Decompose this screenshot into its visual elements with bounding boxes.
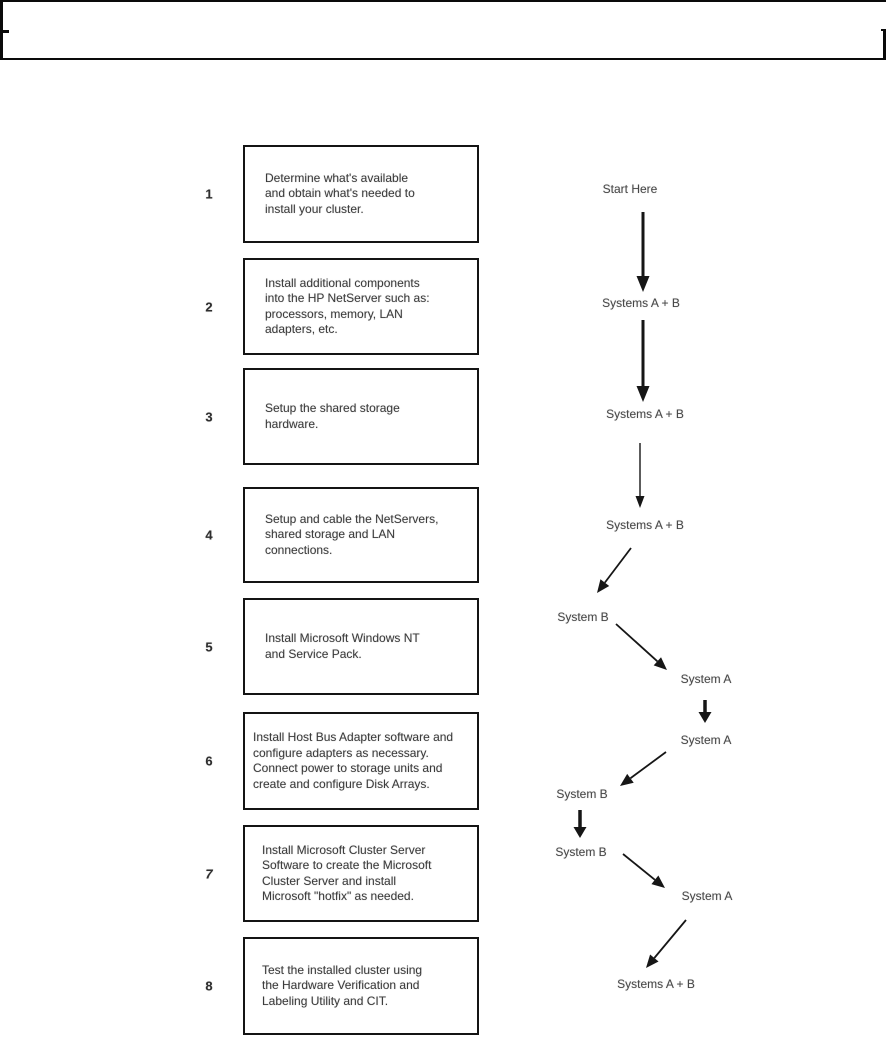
- step-box: Install Microsoft Windows NT and Service…: [243, 598, 479, 695]
- step-text: Test the installed cluster using the Har…: [262, 962, 423, 1008]
- step-number: 1: [205, 186, 213, 202]
- step-box: Install additional components into the H…: [243, 258, 479, 355]
- step-row: 6 Install Host Bus Adapter software and c…: [0, 712, 886, 810]
- step-row: 4 Setup and cable the NetServers, shared …: [0, 487, 886, 583]
- flow-label: Systems A + B: [617, 977, 695, 991]
- step-text: Setup and cable the NetServers, shared s…: [265, 511, 439, 557]
- step-row: 5 Install Microsoft Windows NT and Servic…: [0, 598, 886, 695]
- flow-label: Start Here: [602, 182, 658, 196]
- step-text: Setup the shared storage hardware.: [265, 401, 400, 431]
- step-number: 6: [205, 753, 213, 769]
- empty-header-table: [0, 0, 886, 60]
- step-number: 5: [205, 639, 213, 654]
- step-number: 7: [205, 866, 213, 881]
- step-number: 4: [205, 527, 213, 543]
- flow-label: Systems A + B: [606, 407, 684, 421]
- step-box: Determine what's available and obtain wh…: [243, 145, 479, 243]
- flow-label: System B: [555, 845, 607, 859]
- step-text: Install Microsoft Windows NT and Service…: [265, 631, 420, 661]
- step-row: 3 Setup the shared storage hardware.: [0, 368, 886, 465]
- step-row: 7 Install Microsoft Cluster Server Softwa…: [0, 825, 886, 922]
- step-text: Determine what's available and obtain wh…: [265, 170, 415, 216]
- step-number: 2: [205, 299, 213, 314]
- step-box: Setup the shared storage hardware.: [243, 368, 479, 465]
- flow-label: System A: [680, 733, 732, 747]
- flow-label: Systems A + B: [606, 518, 684, 532]
- step-box: Install Microsoft Cluster Server Softwar…: [243, 825, 479, 922]
- step-number: 3: [205, 409, 213, 424]
- step-row: 2 Install additional components into the …: [0, 258, 886, 355]
- step-text: Install Microsoft Cluster Server Softwar…: [262, 842, 432, 904]
- step-box: Setup and cable the NetServers, shared s…: [243, 487, 479, 583]
- flow-label: Systems A + B: [602, 296, 680, 310]
- step-row: 1 Determine what's available and obtain w…: [0, 145, 886, 243]
- flow-label: System A: [680, 672, 732, 686]
- header-right-border: [883, 30, 886, 60]
- step-text: Install Host Bus Adapter software and co…: [253, 730, 454, 791]
- flow-label: System B: [556, 787, 608, 801]
- step-text: Install additional components into the H…: [265, 275, 430, 337]
- flow-label: System A: [681, 889, 733, 903]
- step-row: 8 Test the installed cluster using the Ha…: [0, 937, 886, 1035]
- step-box: Install Host Bus Adapter software and co…: [243, 712, 479, 810]
- step-number: 8: [205, 978, 213, 994]
- header-cell-divider-left: [3, 30, 9, 33]
- step-box: Test the installed cluster using the Har…: [243, 937, 479, 1035]
- flow-label: System B: [557, 610, 609, 624]
